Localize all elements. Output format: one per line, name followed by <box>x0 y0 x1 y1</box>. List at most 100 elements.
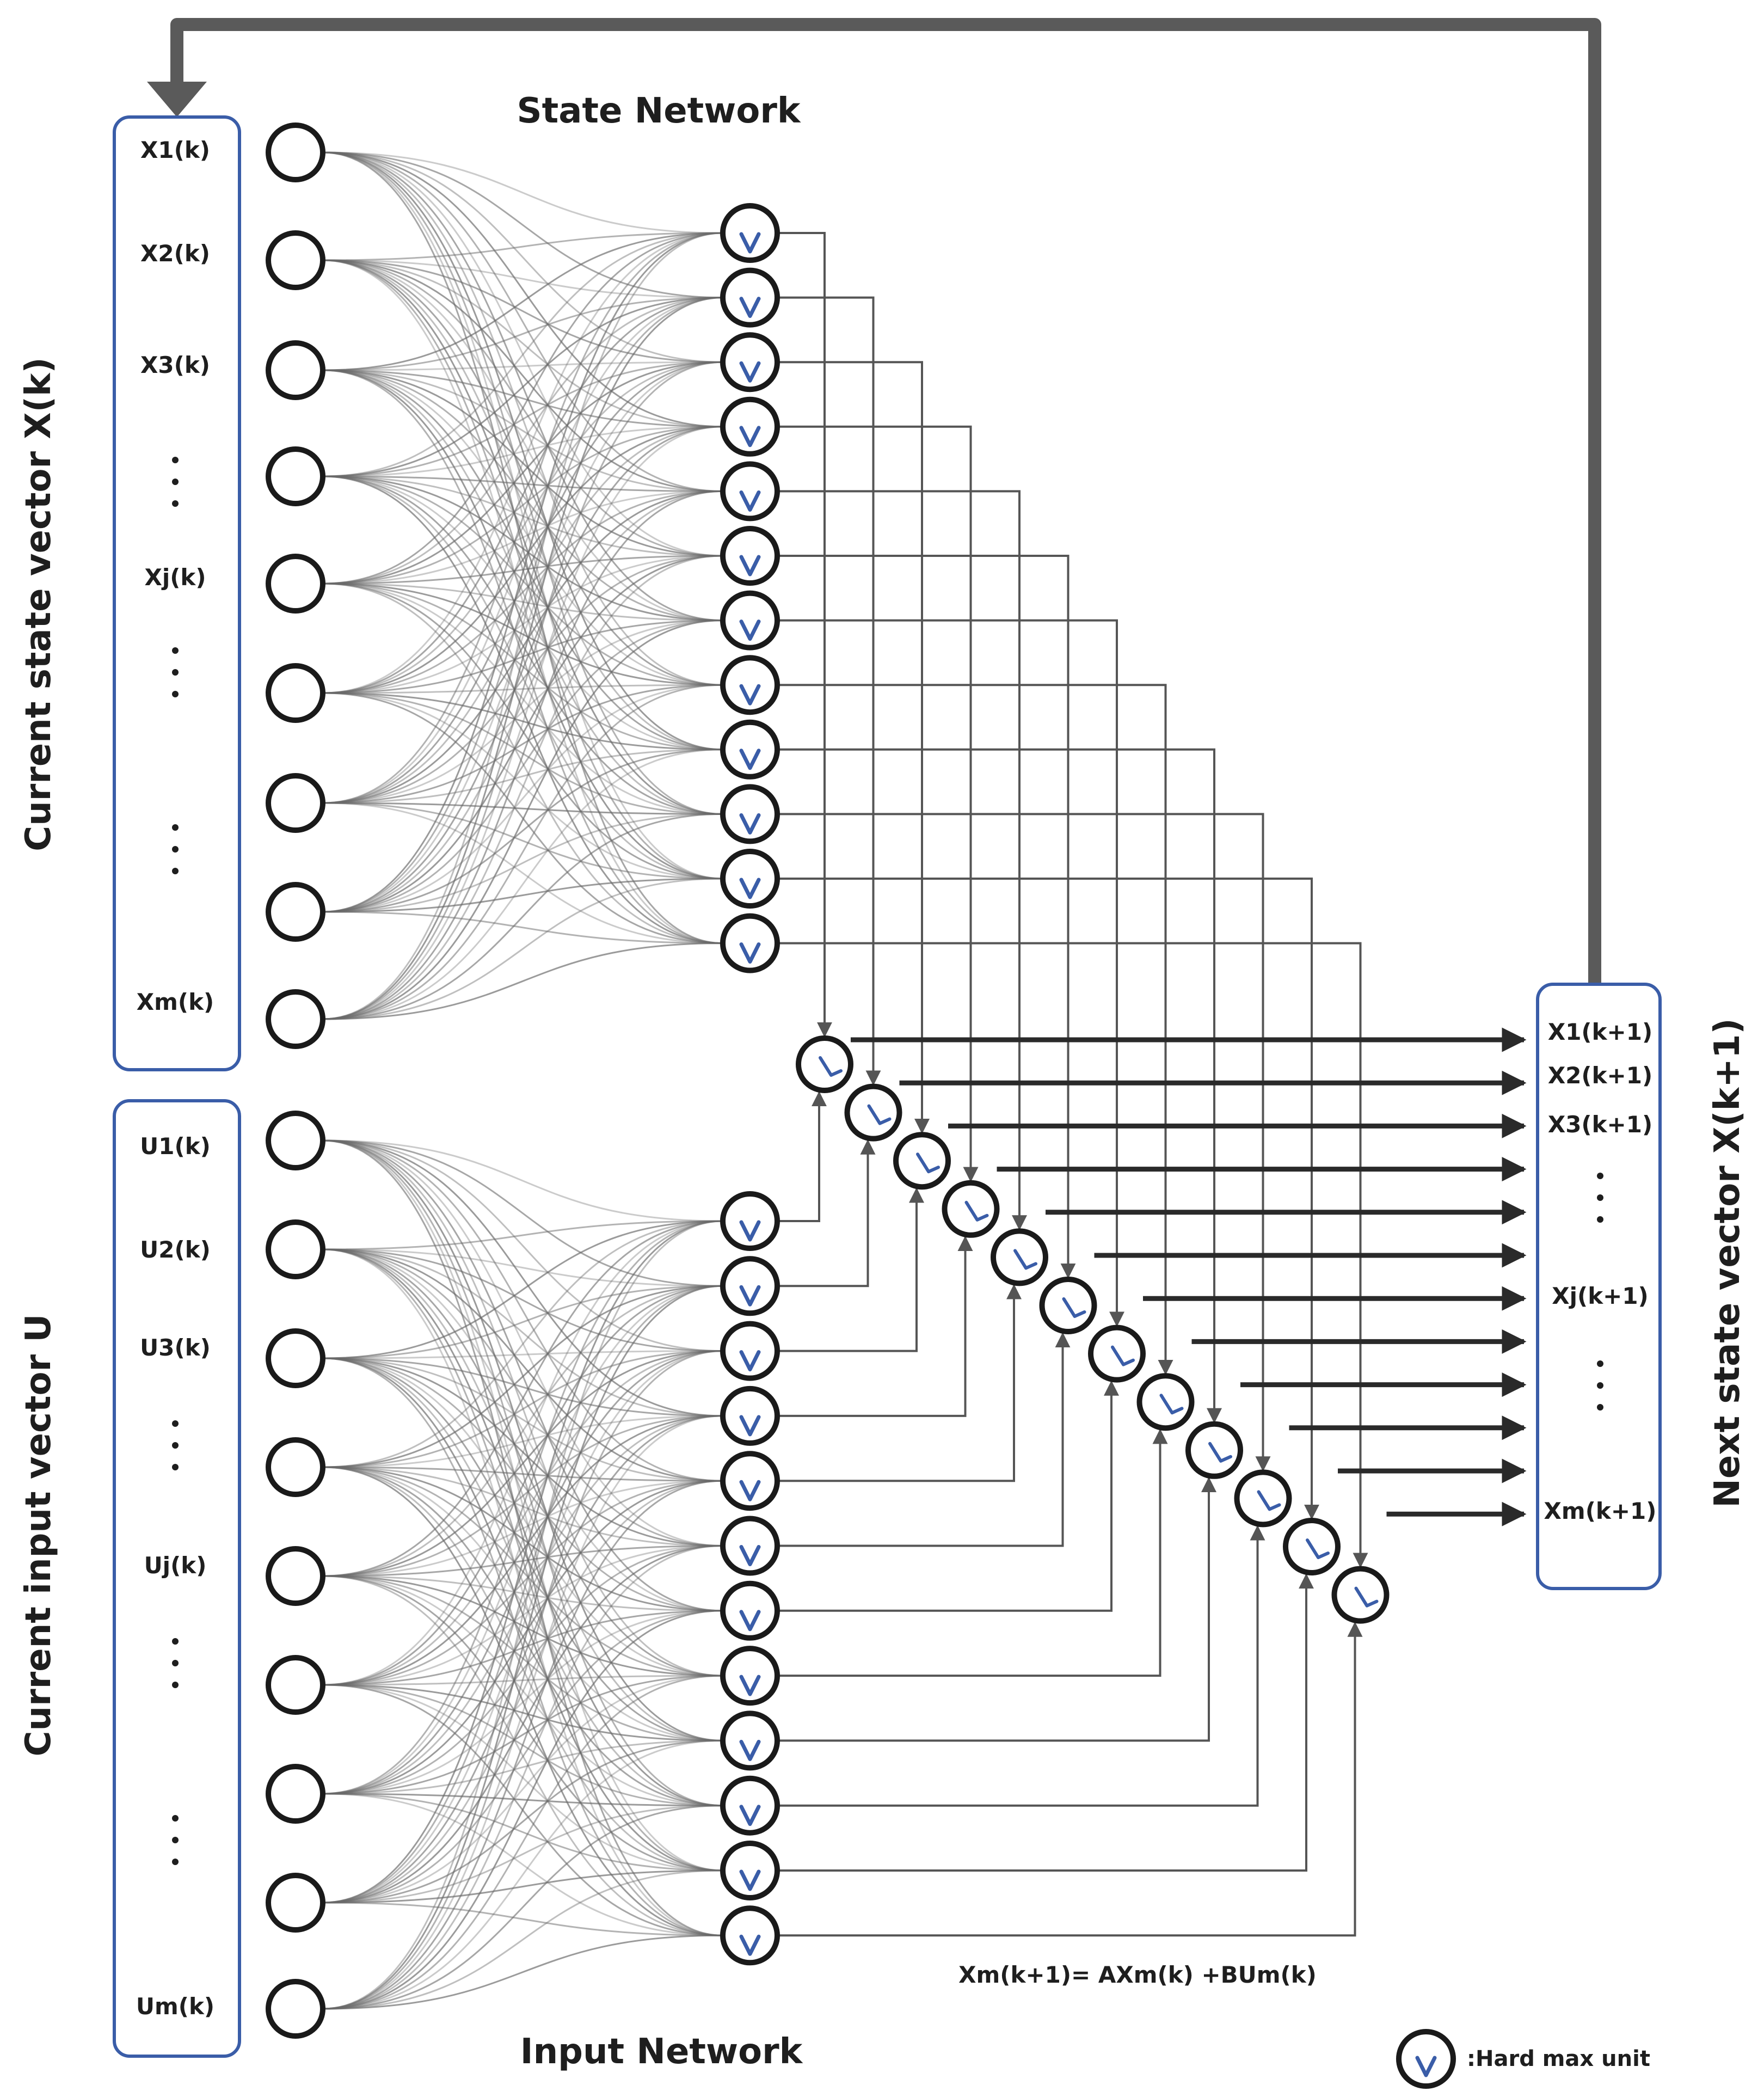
ellipsis-dot <box>172 1420 179 1427</box>
vector-component-label: X3(k) <box>140 352 210 378</box>
state-route-line <box>777 684 1173 1375</box>
input-input-node <box>266 1437 325 1497</box>
vector-component-label: Xm(k+1) <box>1544 1498 1657 1524</box>
hardmax-mark <box>739 1610 761 1632</box>
hardmax-circle <box>720 1775 780 1836</box>
input-hardmax-unit <box>720 1580 780 1641</box>
ellipsis-dot <box>172 868 179 874</box>
summation-mark <box>1208 1442 1232 1463</box>
output-vector-side-label: Next state vector X(k+1) <box>1707 1018 1748 1507</box>
network-connection <box>322 802 723 815</box>
input-hardmax-unit <box>720 1905 780 1966</box>
vector-component-label: Xj(k+1) <box>1552 1283 1649 1309</box>
network-connection <box>322 259 723 428</box>
state-input-node <box>266 340 325 400</box>
input-input-node <box>266 1764 325 1824</box>
network-connection <box>322 1480 723 1795</box>
network-connection <box>322 1350 723 1468</box>
input-route-line <box>777 1332 1071 1547</box>
summation-unit <box>1283 1518 1341 1575</box>
network-connection <box>322 232 723 913</box>
network-connection <box>322 151 723 557</box>
hardmax-circle <box>720 655 780 715</box>
vector-component-label: Um(k) <box>136 1993 214 2020</box>
hardmax-mark <box>739 426 761 447</box>
routing-connections <box>777 232 1368 1937</box>
network-connection <box>322 1350 723 1359</box>
network-connection <box>322 1793 723 1936</box>
legend-label: :Hard max unit <box>1467 2046 1650 2071</box>
summation-mark <box>916 1152 940 1174</box>
ellipsis-dot <box>172 1815 179 1822</box>
state-route-line <box>777 619 1124 1327</box>
state-route-line <box>777 296 881 1086</box>
hardmax-circle <box>720 913 780 973</box>
network-connection <box>322 1684 723 1872</box>
state-input-node <box>266 230 325 290</box>
network-connection <box>322 1610 723 1904</box>
network-connection <box>322 426 723 585</box>
network-connection <box>322 555 723 1020</box>
network-connection <box>322 582 723 945</box>
summation-unit <box>1136 1373 1195 1431</box>
network-connection <box>322 1248 723 1417</box>
equation: Xm(k+1)= AXm(k) +BUm(k) <box>958 1961 1317 1988</box>
network-connection <box>322 1139 723 1807</box>
network-connection <box>322 1285 723 1359</box>
input-route-line <box>777 1380 1119 1612</box>
vector-component-label: X1(k+1) <box>1548 1019 1652 1045</box>
vector-component-label: U3(k) <box>140 1334 211 1361</box>
summation-mark <box>1159 1394 1184 1415</box>
network-connection <box>322 1357 723 1417</box>
input-input-node <box>266 1219 325 1279</box>
network-connection <box>322 1575 723 1807</box>
network-connection <box>322 942 723 1020</box>
network-connection <box>322 297 723 477</box>
state-hardmax-unit <box>720 784 780 844</box>
network-connection <box>322 1357 723 1677</box>
hardmax-circle <box>720 1256 780 1316</box>
vector-component-label: U1(k) <box>140 1133 211 1160</box>
ellipsis-dot <box>172 500 179 507</box>
network-connection <box>322 297 723 1020</box>
network-connection <box>322 426 723 1020</box>
hardmax-mark <box>739 749 761 770</box>
ellipsis-dot <box>172 479 179 485</box>
ellipsis-dot <box>172 647 179 654</box>
hardmax-mark <box>739 684 761 706</box>
summation-unit <box>991 1228 1048 1286</box>
state-route-line <box>777 555 1076 1279</box>
network-connection <box>322 1139 723 1417</box>
state-hardmax-unit <box>720 849 780 909</box>
network-connection <box>322 1575 723 1677</box>
network-connection <box>322 620 723 804</box>
network-connection <box>322 490 723 585</box>
network-connection <box>322 259 723 299</box>
state-input-node <box>266 446 325 506</box>
state-vector-box <box>113 115 241 1071</box>
network-connection <box>322 1357 723 1482</box>
network-connection <box>322 361 723 371</box>
network-connection <box>322 297 723 913</box>
network-connection <box>322 232 723 477</box>
input-route-line <box>777 1236 973 1417</box>
hardmax-mark <box>739 878 761 899</box>
network-connection <box>322 1248 723 1352</box>
input-route-line <box>777 1284 1022 1482</box>
state-route-line <box>777 878 1319 1520</box>
network-connection <box>322 232 723 261</box>
network-connection <box>322 369 723 686</box>
state-hardmax-unit <box>720 396 780 457</box>
network-connection <box>322 1350 723 1795</box>
ellipsis-dot <box>172 846 179 853</box>
input-hardmax-unit <box>720 1256 780 1316</box>
network-connection <box>322 1480 723 1577</box>
summation-unit <box>844 1083 902 1142</box>
network-connection <box>322 151 723 751</box>
network-connection <box>322 1739 723 1904</box>
hardmax-mark <box>739 813 761 835</box>
output-vector-box <box>1536 983 1662 1590</box>
hardmax-mark <box>739 361 761 383</box>
network-connection <box>322 582 723 751</box>
input-hardmax-unit <box>720 1710 780 1771</box>
